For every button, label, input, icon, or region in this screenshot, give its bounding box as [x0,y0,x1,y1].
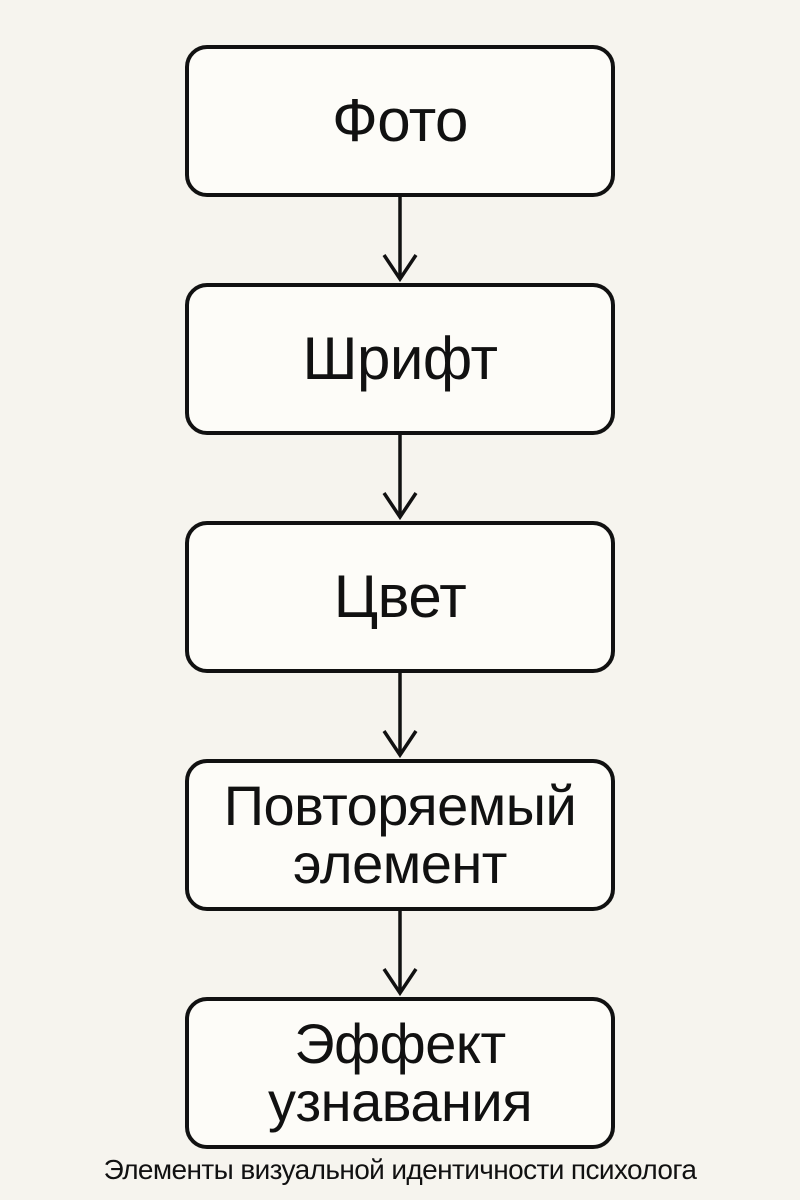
flow-node-color: Цвет [185,521,615,673]
flow-node-color-label: Цвет [333,562,467,630]
flow-node-font-label: Шрифт [302,324,498,392]
arrow-down-icon [382,911,418,997]
flow-node-repeating-element-label: Повторяемый элемент [223,773,577,895]
flow-node-font: Шрифт [185,283,615,435]
diagram-caption: Элементы визуальной идентичности психоло… [103,1154,697,1185]
flow-node-photo: Фото [185,45,615,197]
arrow-down-icon [382,673,418,759]
flow-node-photo-label: Фото [332,86,468,154]
arrow-down-icon [382,435,418,521]
flow-node-recognition-effect-label: Эффект узнавания [267,1011,533,1133]
arrow-down-icon [382,197,418,283]
flowchart-column: Фото Шрифт Цвет Повторяемый элемент [0,45,800,1149]
flow-node-recognition-effect: Эффект узнавания [185,997,615,1149]
flow-node-repeating-element: Повторяемый элемент [185,759,615,911]
